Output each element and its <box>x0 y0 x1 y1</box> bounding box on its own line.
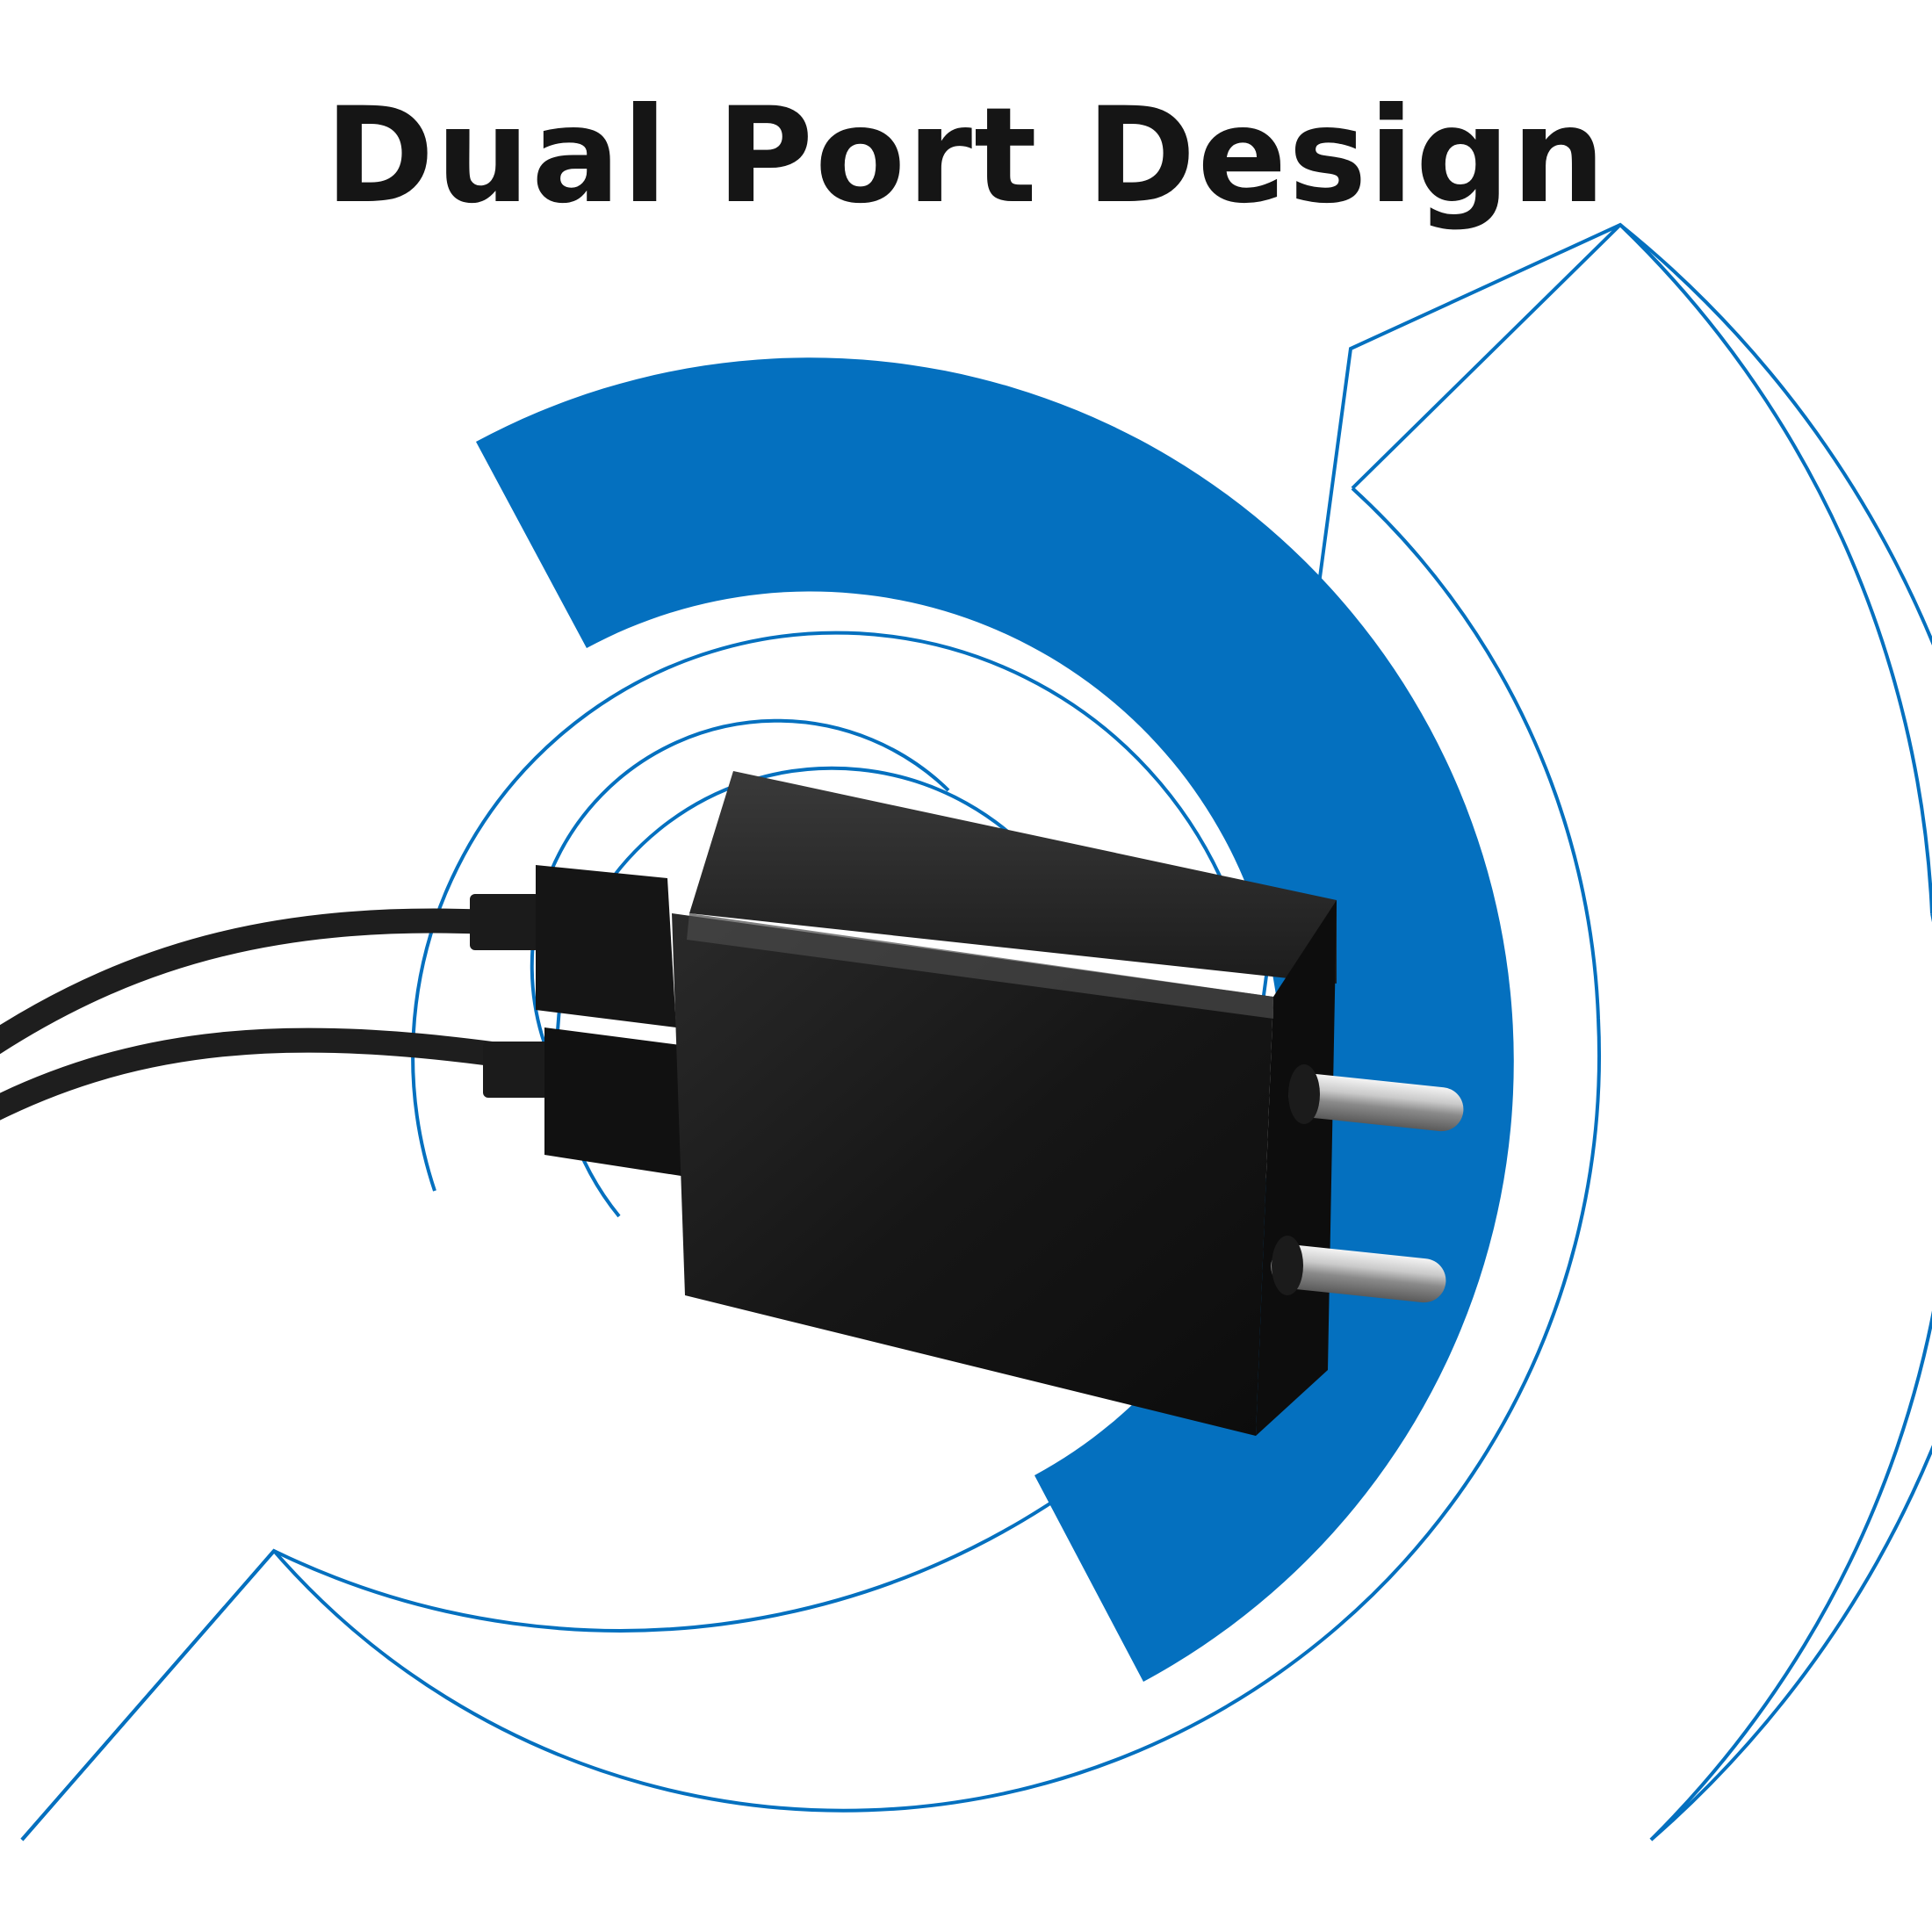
outer-arc-far-right <box>1649 913 1932 1842</box>
charger-side-face <box>1256 900 1337 1436</box>
connector-boot-upper <box>470 894 540 950</box>
charger-top-face <box>689 771 1337 984</box>
connector-boot-lower <box>483 1042 549 1098</box>
cable-lower <box>0 1027 504 1121</box>
outer-arc-bottom <box>272 1018 1601 1813</box>
charger-front-face <box>672 913 1273 1436</box>
usb-plug-lower <box>544 1027 687 1177</box>
pin-upper <box>1288 1064 1464 1132</box>
cable-upper <box>0 908 504 1055</box>
pin-lower <box>1271 1236 1446 1303</box>
usb-plug-upper <box>536 865 676 1027</box>
inner-ring-line-2 <box>530 718 950 1143</box>
middle-ring-line <box>411 631 1240 1192</box>
outer-arc-inner-right <box>1351 487 1600 1020</box>
outer-arc-right <box>1618 223 1932 914</box>
outer-arc-left-diag <box>20 1549 276 1842</box>
headline: Dual Port Design <box>324 80 1608 233</box>
outer-arc-top <box>1351 223 1622 490</box>
charger-highlight <box>687 913 1273 1019</box>
outer-arc-line <box>20 222 1932 1842</box>
